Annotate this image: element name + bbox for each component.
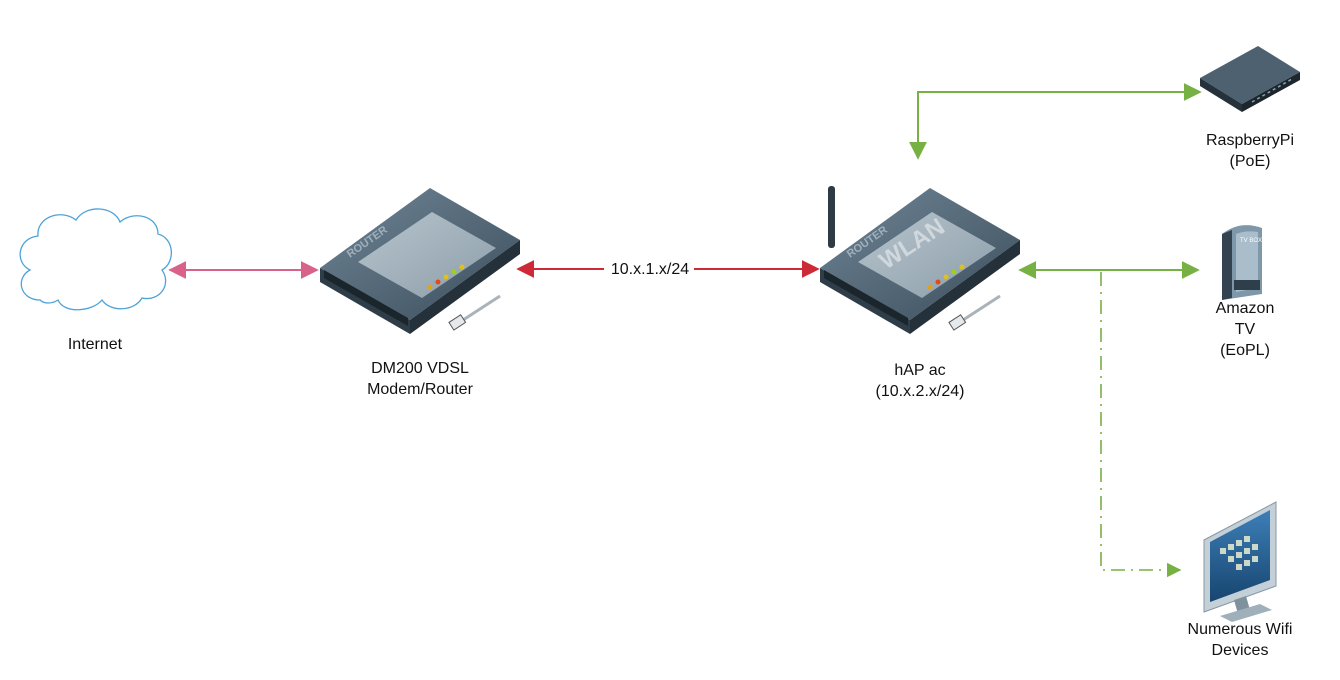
node-label-raspberry: RaspberryPi (PoE) [1190, 130, 1310, 172]
dm200-label-line2: Modem/Router [367, 381, 473, 398]
raspberry-label-line2: (PoE) [1229, 153, 1271, 170]
edge-hap-raspberry [909, 83, 1202, 160]
edge-label-dm200-hap: 10.x.1.x/24 [611, 261, 689, 278]
raspberry-label-line1: RaspberryPi [1205, 132, 1295, 149]
internet-label: Internet [67, 336, 123, 353]
monitor-icon [1203, 501, 1277, 622]
cloud-icon [19, 208, 172, 311]
hap-label-line2: (10.x.2.x/24) [875, 383, 965, 400]
tv-box-text: TV BOX [1240, 238, 1262, 244]
wifi-devices-label-line2: Devices [1211, 642, 1269, 659]
node-label-dm200: DM200 VDSL Modem/Router [340, 358, 500, 400]
screen-tiles [1220, 536, 1258, 570]
amazon-tv-label-line2: TV [1234, 321, 1256, 338]
ethernet-cable-icon [448, 294, 501, 331]
router-icon: ROUTER [320, 188, 520, 334]
node-label-amazon-tv: Amazon TV (EoPL) [1195, 298, 1295, 361]
node-label-wifi-devices: Numerous Wifi Devices [1170, 619, 1310, 661]
server-box-icon [1200, 46, 1300, 112]
dm200-label-line1: DM200 VDSL [371, 360, 469, 377]
antenna [828, 186, 835, 248]
node-label-internet: Internet [45, 334, 145, 355]
amazon-tv-label-line3: (EoPL) [1220, 342, 1270, 359]
tv-box-icon: TV BOX [1222, 225, 1262, 300]
wifi-devices-label-line1: Numerous Wifi [1187, 621, 1293, 638]
node-label-hap: hAP ac (10.x.2.x/24) [840, 360, 1000, 402]
wlan-router-icon: ROUTER WLAN [820, 186, 1020, 334]
ethernet-cable-icon [948, 294, 1001, 331]
edge-label-bg [604, 257, 694, 279]
hap-label-line1: hAP ac [894, 362, 946, 379]
amazon-tv-label-line1: Amazon [1215, 300, 1275, 317]
edge-hap-wifi-devices [1100, 272, 1182, 578]
